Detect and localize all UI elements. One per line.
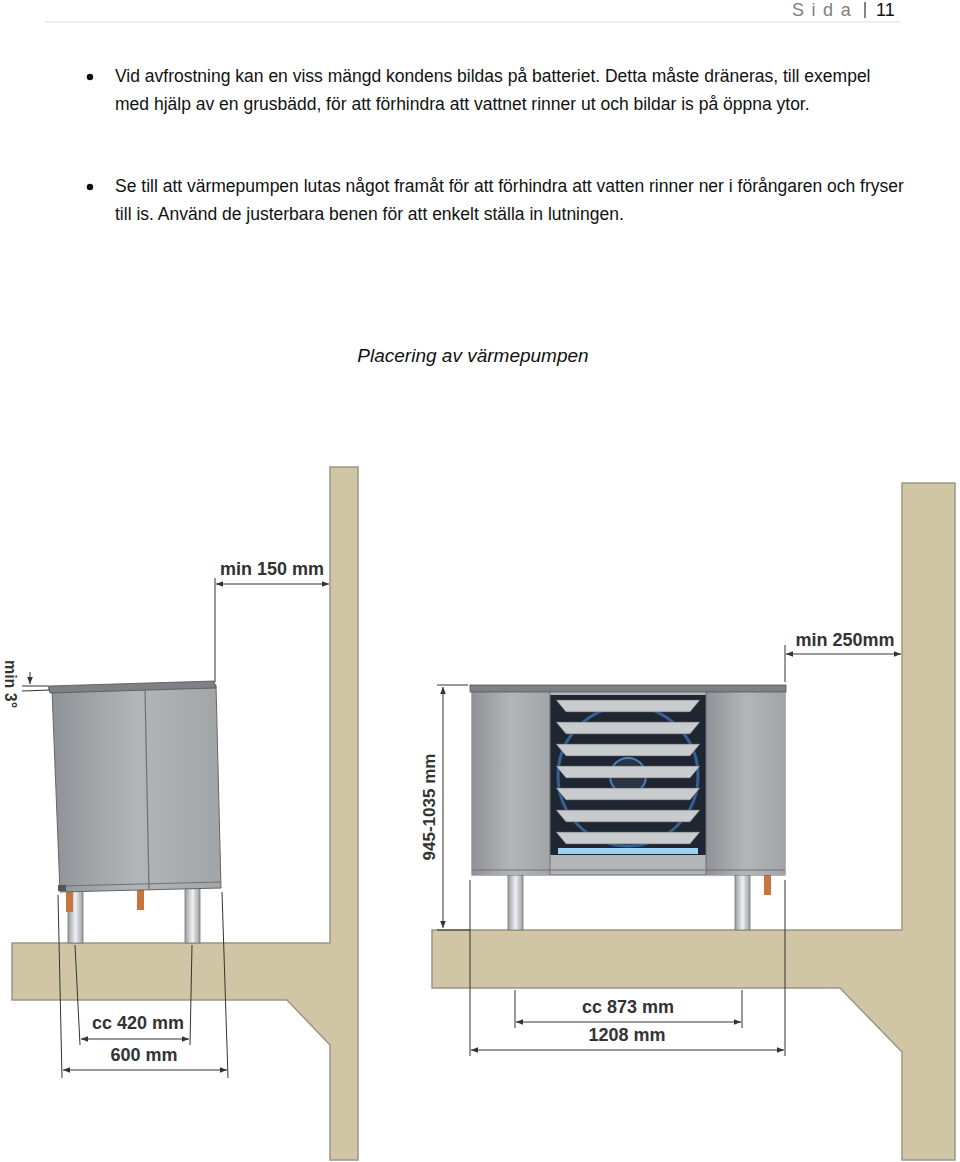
bullet <box>87 74 93 80</box>
bullet-text: Vid avfrostning kan en viss mängd konden… <box>115 63 905 118</box>
dimension-label: cc 873 mm <box>582 997 674 1018</box>
dimension-label: min 150 mm <box>220 559 324 580</box>
heat-pump-side <box>48 681 221 943</box>
dimension-label: 600 mm <box>110 1045 177 1066</box>
page-label: Sida <box>792 0 858 21</box>
dimension-label: cc 420 mm <box>92 1013 184 1034</box>
wall-section <box>432 483 955 1160</box>
dimension-label: min 250mm <box>795 630 894 651</box>
bullet <box>87 184 93 190</box>
heat-pump-front <box>470 685 786 930</box>
dimension-label: 945-1035 mm <box>420 754 440 861</box>
dimension-label: 1208 mm <box>588 1025 665 1046</box>
wall-section <box>12 467 358 1160</box>
header-rule <box>45 22 900 23</box>
dimension-lines <box>22 578 901 1078</box>
header-separator <box>864 2 865 18</box>
angle-label: min 3° <box>1 660 19 708</box>
figure-caption: Placering av värmepumpen <box>357 345 588 367</box>
bullet-text: Se till att värmepumpen lutas något fram… <box>115 173 905 228</box>
page-number: 11 <box>876 0 895 21</box>
